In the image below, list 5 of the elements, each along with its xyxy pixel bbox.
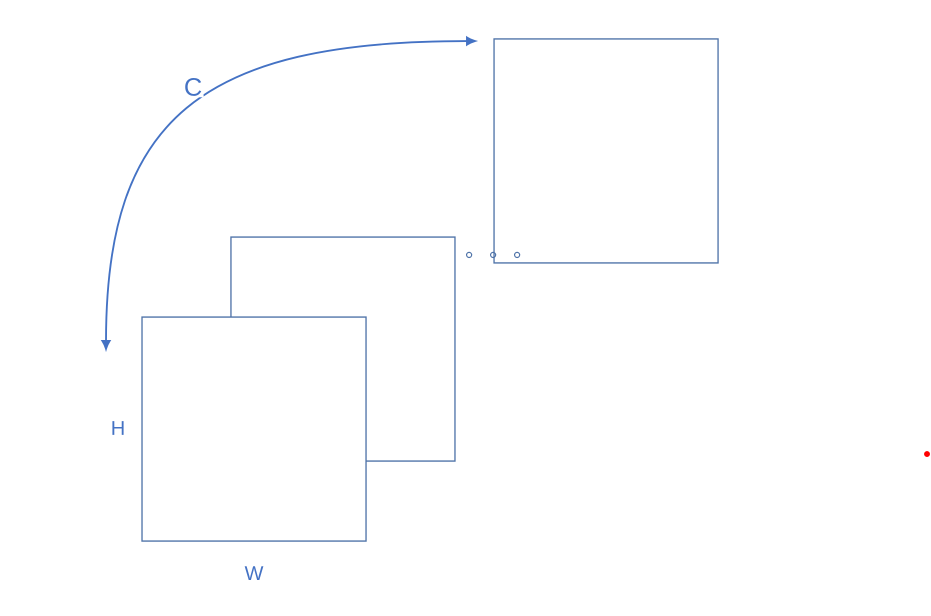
feature-map-box <box>493 38 719 264</box>
feature-map-box <box>141 316 367 542</box>
dimension-label: W <box>243 564 265 582</box>
dimension-label: C <box>182 76 204 98</box>
dimension-label: H <box>109 420 127 436</box>
